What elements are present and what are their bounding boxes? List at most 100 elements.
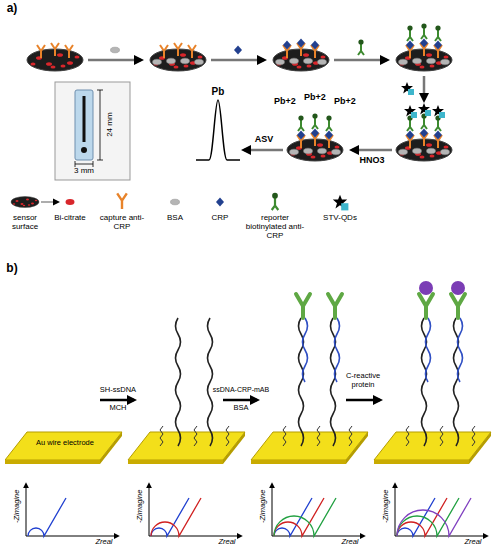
axis-label: Zreal [455, 538, 491, 547]
peak-label: Pb [206, 86, 230, 98]
electrode-front [374, 460, 469, 464]
step-label: C-reactive protein [335, 372, 391, 389]
bsa-set [399, 58, 450, 65]
impedance-curve [28, 498, 66, 536]
qd-set [404, 103, 445, 118]
legend-text: sensor surface [0, 213, 50, 231]
step-label: ssDNA-CRP-mAB [209, 386, 273, 394]
mch-molecule [317, 426, 320, 446]
legend-text: capture anti-CRP [94, 213, 150, 231]
bsa-symbol [111, 47, 120, 53]
legend-text: CRP [204, 213, 236, 222]
dimension-label: 24 mm [105, 100, 114, 150]
plot-axis [149, 536, 241, 537]
step-label: HNO3 [350, 155, 394, 165]
electrode-node: Au wire electrode [5, 430, 125, 466]
asv-peak [196, 100, 240, 160]
complement-strand [458, 318, 463, 382]
stage-2 [150, 43, 206, 71]
strip-spot [81, 147, 87, 153]
electrode-outline [5, 430, 125, 466]
crp-molecule [451, 281, 465, 295]
legend-text: reporter biotinylated anti-CRP [244, 213, 306, 241]
step-arrow [223, 399, 257, 402]
complement-strand [426, 318, 431, 382]
nyquist-plot [26, 484, 118, 536]
electrode-side [100, 432, 122, 464]
mch-molecule [440, 426, 443, 446]
complement-strand [335, 318, 340, 382]
impedance-curve [397, 498, 435, 536]
legend-text: Bi-citrate [48, 213, 92, 222]
panel-label: b) [0, 262, 24, 276]
reporter-antibody [358, 39, 364, 55]
impedance-curve [151, 498, 189, 536]
ssdna-strand [208, 318, 213, 446]
mch-molecule [226, 426, 229, 446]
impedance-curve [397, 498, 459, 536]
ion-label: Pb+2 [269, 96, 301, 106]
bsa-set [290, 148, 341, 155]
monoclonal-antibody [419, 294, 433, 318]
legend-text: STV-QDs [315, 213, 365, 222]
legend-bi-symbol [66, 199, 75, 205]
step-arrow [244, 149, 283, 152]
step-label: MCH [98, 404, 138, 413]
electrode-front [251, 460, 346, 464]
mch-molecule [472, 426, 475, 446]
step-label: BSA [221, 404, 261, 413]
axis-label: -Zimagine [13, 478, 22, 534]
bsa-set [276, 58, 327, 65]
legend-crp-symbol [216, 198, 224, 207]
mch-molecule [283, 426, 286, 446]
panel-label: a) [0, 2, 24, 16]
step-arrow [88, 59, 141, 62]
qd-symbol [401, 82, 414, 95]
mch-molecule [160, 426, 163, 446]
complement-strand [303, 318, 308, 382]
strip-track [83, 96, 86, 142]
legend-text: BSA [159, 213, 191, 222]
legend-sensor-symbol [11, 197, 39, 208]
antibody-set [37, 43, 73, 58]
legend-pointer [41, 201, 58, 202]
monoclonal-antibody [451, 294, 465, 318]
monoclonal-antibody [296, 294, 310, 318]
legend-bsa-symbol [171, 199, 180, 205]
antibody-set [160, 43, 196, 58]
electrode-front [5, 460, 100, 464]
axis-label: -Zimagine [259, 478, 268, 534]
ssdna-strand [176, 318, 181, 446]
dimension-label: 3 mm [64, 166, 104, 175]
legend-qd-symbol [333, 195, 349, 211]
plot-axis [26, 484, 27, 536]
electrode-label: Au wire electrode [23, 439, 107, 448]
nyquist-plot [272, 484, 364, 536]
axis-label: Zreal [332, 538, 368, 547]
axis-label: Zreal [86, 538, 122, 547]
plot-axis [149, 484, 150, 536]
mch-molecule [349, 426, 352, 446]
stage-3 [273, 39, 329, 72]
ion-label: Pb+2 [299, 92, 331, 102]
stage-1 [27, 43, 83, 71]
nyquist-plot [149, 484, 241, 536]
plot-axis [26, 536, 118, 537]
step-label: ASV [246, 134, 282, 144]
plot-axis [272, 484, 273, 536]
step-arrow [100, 399, 134, 402]
legend-capture-symbol [117, 193, 127, 209]
reporter-set [298, 113, 332, 131]
ion-label: Pb+2 [329, 96, 361, 106]
step-arrow [352, 149, 392, 152]
step-arrow [211, 59, 264, 62]
stage-5 [396, 103, 452, 161]
stage-6 [287, 113, 343, 161]
impedance-curve [274, 498, 312, 536]
dimension-line [97, 90, 103, 160]
step-arrow [346, 399, 380, 402]
plot-axis [395, 536, 487, 537]
inset-frame [55, 82, 130, 180]
